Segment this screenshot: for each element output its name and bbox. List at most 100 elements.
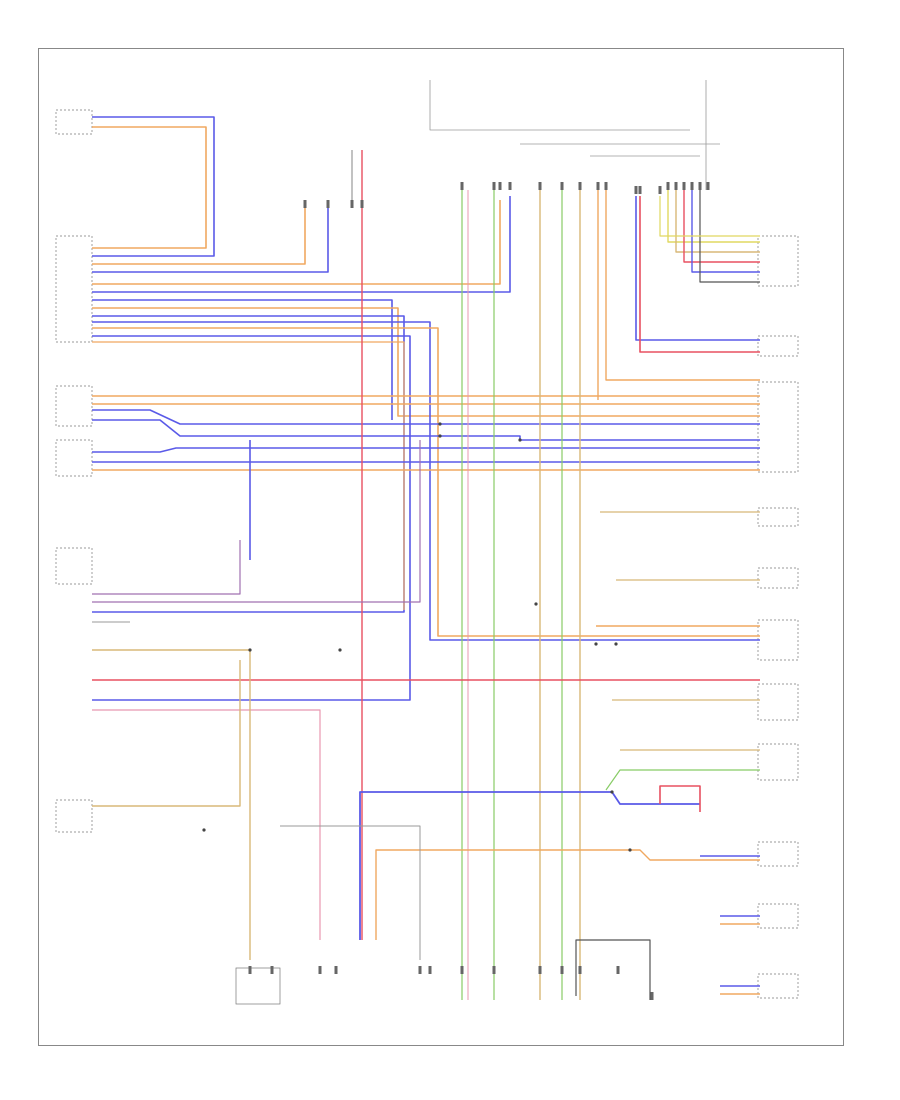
- connector-pin: [682, 182, 686, 190]
- component-box-right-11: [757, 973, 799, 999]
- wire-red-1: [639, 196, 760, 353]
- connector-pin: [578, 966, 582, 974]
- connector-pin: [674, 182, 678, 190]
- connector-pin: [334, 966, 338, 974]
- wire-blue-8: [92, 419, 760, 441]
- component-box-right-1: [757, 235, 799, 287]
- wire-blue-6: [92, 335, 411, 701]
- splice-point: [628, 848, 632, 852]
- wire-orange-5: [92, 341, 405, 610]
- wire-dark-1: [699, 190, 760, 283]
- component-box-right-5: [757, 567, 799, 589]
- connector-pin: [604, 182, 608, 190]
- wire-orange-12: [375, 849, 760, 940]
- wire-orange-top-left-1: [92, 126, 207, 249]
- wire-blue-9: [92, 447, 760, 453]
- connector-pin: [634, 186, 638, 194]
- splice-point: [518, 438, 522, 442]
- component-box-right-6: [757, 619, 799, 661]
- component-box-left-5: [55, 799, 93, 833]
- splice-point: [338, 648, 342, 652]
- wire-blue-5: [92, 321, 760, 641]
- wire-tan-3: [675, 190, 760, 253]
- wire-dark-2: [575, 939, 651, 1000]
- wire-tan-5: [92, 660, 241, 807]
- connector-pin: [460, 966, 464, 974]
- wire-orange-2: [92, 200, 501, 285]
- connector-pin: [492, 182, 496, 190]
- connector-pin: [698, 182, 702, 190]
- connector-pin: [538, 966, 542, 974]
- wire-yellow-1: [667, 190, 760, 243]
- wire-blue-14: [359, 791, 700, 940]
- component-box-right-2: [757, 335, 799, 357]
- component-box-right-9: [757, 841, 799, 867]
- connector-pin: [650, 992, 654, 1000]
- component-box-bottom-1: [235, 967, 281, 1005]
- component-box-right-10: [757, 903, 799, 929]
- splice-point: [202, 828, 206, 832]
- connector-pin: [560, 966, 564, 974]
- splice-point: [438, 434, 442, 438]
- connector-pin: [560, 182, 564, 190]
- connector-pin: [492, 966, 496, 974]
- wire-orange-10: [605, 190, 760, 381]
- splice-point: [534, 602, 538, 606]
- connector-pin: [616, 966, 620, 974]
- connector-pin: [350, 200, 354, 208]
- wire-tan-4: [92, 649, 251, 960]
- splice-point: [594, 642, 598, 646]
- connector-pin: [578, 182, 582, 190]
- connector-pin: [326, 200, 330, 208]
- connector-pin: [318, 966, 322, 974]
- component-box-top-left: [55, 109, 93, 135]
- wire-blue-top-left-1: [92, 116, 215, 257]
- wire-purple-2: [92, 440, 421, 603]
- connector-pin: [706, 182, 710, 190]
- splice-point: [614, 642, 618, 646]
- connector-pin: [248, 966, 252, 974]
- wire-orange-1: [92, 200, 306, 265]
- connector-pin: [638, 186, 642, 194]
- wire-yellow-2: [659, 196, 760, 237]
- connector-pin: [666, 182, 670, 190]
- wire-blue-4: [92, 315, 405, 613]
- component-box-left-3: [55, 439, 93, 477]
- component-box-right-8: [757, 743, 799, 781]
- connector-pin: [596, 182, 600, 190]
- connector-pin: [270, 966, 274, 974]
- diagram-frame: [38, 48, 844, 1046]
- connector-pin: [658, 186, 662, 194]
- component-box-right-7: [757, 683, 799, 721]
- component-box-module-left: [55, 235, 93, 343]
- connector-pin: [418, 966, 422, 974]
- wire-orange-4: [92, 327, 760, 637]
- splice-point: [610, 790, 614, 794]
- wire-gray-top-1: [429, 80, 690, 131]
- connector-pin: [508, 182, 512, 190]
- connector-pin: [428, 966, 432, 974]
- connector-pin: [538, 182, 542, 190]
- wire-blue-3: [92, 299, 393, 420]
- connector-pin: [360, 200, 364, 208]
- connector-pin: [690, 182, 694, 190]
- wire-pink-2: [92, 709, 321, 940]
- splice-point: [248, 648, 252, 652]
- wire-green-4: [605, 769, 760, 791]
- connector-pin: [460, 182, 464, 190]
- splice-point: [438, 422, 442, 426]
- component-box-right-4: [757, 507, 799, 527]
- wire-blue-1: [92, 200, 329, 273]
- wire-red-5: [659, 785, 701, 812]
- wire-blue-7: [92, 409, 760, 425]
- connector-pin: [498, 182, 502, 190]
- connector-pin: [303, 200, 307, 208]
- component-box-left-4: [55, 547, 93, 585]
- wire-blue-12: [691, 190, 760, 273]
- wire-orange-3: [92, 307, 760, 417]
- wire-purple-1: [92, 540, 241, 595]
- wire-blue-11: [635, 196, 760, 341]
- wire-blue-2: [92, 196, 511, 293]
- wire-gray-3: [280, 825, 421, 960]
